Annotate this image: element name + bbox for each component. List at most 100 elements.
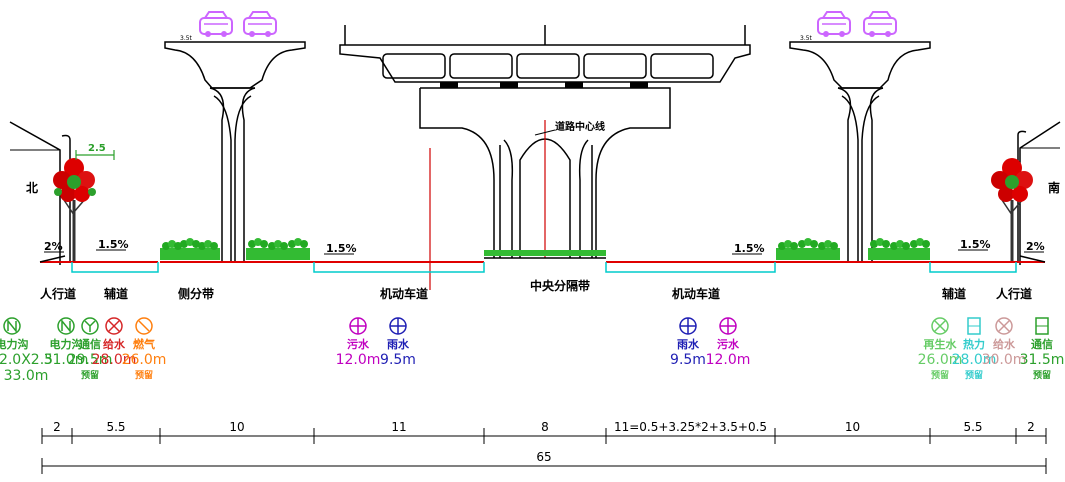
dimension-segment-label: 8 (541, 420, 549, 434)
pipe-distance: 31.5m (1020, 352, 1065, 368)
pipe-note: 预留 (1033, 369, 1051, 381)
lane-aux-right: 辅道 (942, 286, 966, 301)
pipe-distance: 31.0m (44, 352, 89, 368)
storm-icon (679, 317, 697, 335)
pipe-distance: 28.0m (92, 352, 137, 368)
dimension-segment-label: 5.5 (106, 420, 125, 434)
tree-left (53, 158, 96, 262)
pier-left-cars: 3.5t (180, 11, 277, 42)
pipe-6: 雨水9.5m (380, 317, 416, 368)
reclaimed-water-icon (931, 317, 949, 335)
dimension-segment-label: 11=0.5+3.25*2+3.5+0.5 (614, 420, 767, 434)
pipe-distance: 26.0m (918, 352, 963, 368)
pipe-name: 燃气 (132, 337, 155, 351)
lane-sidewalk-right: 人行道 (996, 286, 1032, 301)
water-supply-icon (105, 317, 123, 335)
lane-motor-left: 机动车道 (380, 286, 428, 301)
gas-icon (135, 317, 153, 335)
pipe-name: 通信 (79, 337, 101, 351)
grade-aux-left: 1.5% (98, 238, 129, 251)
grade-sidewalk-left: 2% (44, 240, 63, 253)
dimension-segment-label: 10 (229, 420, 244, 434)
grade-motor-right: 1.5% (734, 242, 765, 255)
dimension-segment-label: 5.5 (963, 420, 982, 434)
pipe-name: 热力 (963, 337, 985, 351)
lane-sidewalk-left: 人行道 (40, 286, 76, 301)
grade-sidewalk-right: 2% (1026, 240, 1045, 253)
tree-offset-dimension: 2.5 (75, 143, 115, 160)
lane-aux-left: 辅道 (104, 286, 128, 301)
bearings (440, 82, 648, 88)
pipe-distance: 33.0m (4, 368, 49, 384)
total-width-label: 65 (536, 450, 551, 464)
building-left (9, 121, 61, 265)
power-trench-icon (3, 317, 21, 335)
axis-annotation: 道路中心线 (534, 120, 605, 258)
pipe-distance: 9.5m (670, 352, 706, 368)
pipe-size: 2.0X2.5 (0, 352, 53, 368)
telecom-box-icon (1035, 317, 1049, 335)
pipe-distance: 12.0m (336, 352, 381, 368)
grade-labels: 2% 1.5% 1.5% 1.5% 1.5% 2% (44, 238, 1045, 255)
pier-central (419, 87, 671, 258)
dimension-segment-label: 10 (845, 420, 860, 434)
shrubs (160, 238, 930, 260)
base-layers (71, 262, 1017, 273)
pipe-name: 电力沟 (0, 337, 29, 351)
dimension-segment-label: 2 (53, 420, 61, 434)
pier-right-cars: 3.5t (800, 11, 897, 42)
pavement (39, 255, 1046, 263)
lane-labels: 人行道 辅道 侧分带 机动车道 中央分隔带 机动车道 辅道 人行道 (40, 278, 1032, 301)
pipe-7: 雨水9.5m (670, 317, 706, 368)
pipe-name: 通信 (1031, 337, 1053, 351)
svg-text:3.5t: 3.5t (180, 35, 193, 42)
pipe-name: 再生水 (924, 337, 958, 351)
lane-motor-right: 机动车道 (672, 286, 720, 301)
pipe-note: 预留 (931, 369, 949, 381)
pipe-name: 给水 (993, 337, 1016, 351)
pipe-note: 预留 (81, 369, 99, 381)
grade-motor-left: 1.5% (326, 242, 357, 255)
water-supply-icon (995, 317, 1013, 335)
pier-left (164, 41, 306, 262)
pipe-note: 预留 (965, 369, 983, 381)
svg-text:3.5t: 3.5t (800, 35, 813, 42)
grade-aux-right: 1.5% (960, 238, 991, 251)
pipe-distance: 9.5m (380, 352, 416, 368)
dimension-segment-label: 11 (391, 420, 406, 434)
storm-icon (389, 317, 407, 335)
pipe-name: 雨水 (387, 337, 410, 351)
direction-north-label: 北 (26, 180, 38, 195)
building-right (1019, 121, 1061, 265)
pier-right (789, 41, 931, 262)
pipe-name: 污水 (717, 337, 740, 351)
pipe-name: 电力沟 (50, 337, 83, 351)
direction-south-label: 南 (1048, 180, 1060, 195)
heat-icon (967, 317, 981, 335)
pipe-name: 雨水 (677, 337, 700, 351)
pipe-name: 污水 (347, 337, 370, 351)
telecom-icon (81, 317, 99, 335)
tree-offset-label: 2.5 (88, 143, 106, 154)
tree-right (991, 158, 1033, 262)
pipe-note: 预留 (135, 369, 153, 381)
pipeline-layout: 电力沟2.0X2.533.0m电力沟31.0m通信29.5m预留给水28.0m燃… (0, 317, 1065, 384)
pipe-distance: 12.0m (706, 352, 751, 368)
dimension-segment-label: 2 (1027, 420, 1035, 434)
pipe-distance: 29.5m (68, 352, 113, 368)
sewage-icon (719, 317, 737, 335)
lane-median: 中央分隔带 (530, 278, 590, 293)
power-trench-icon (57, 317, 75, 335)
